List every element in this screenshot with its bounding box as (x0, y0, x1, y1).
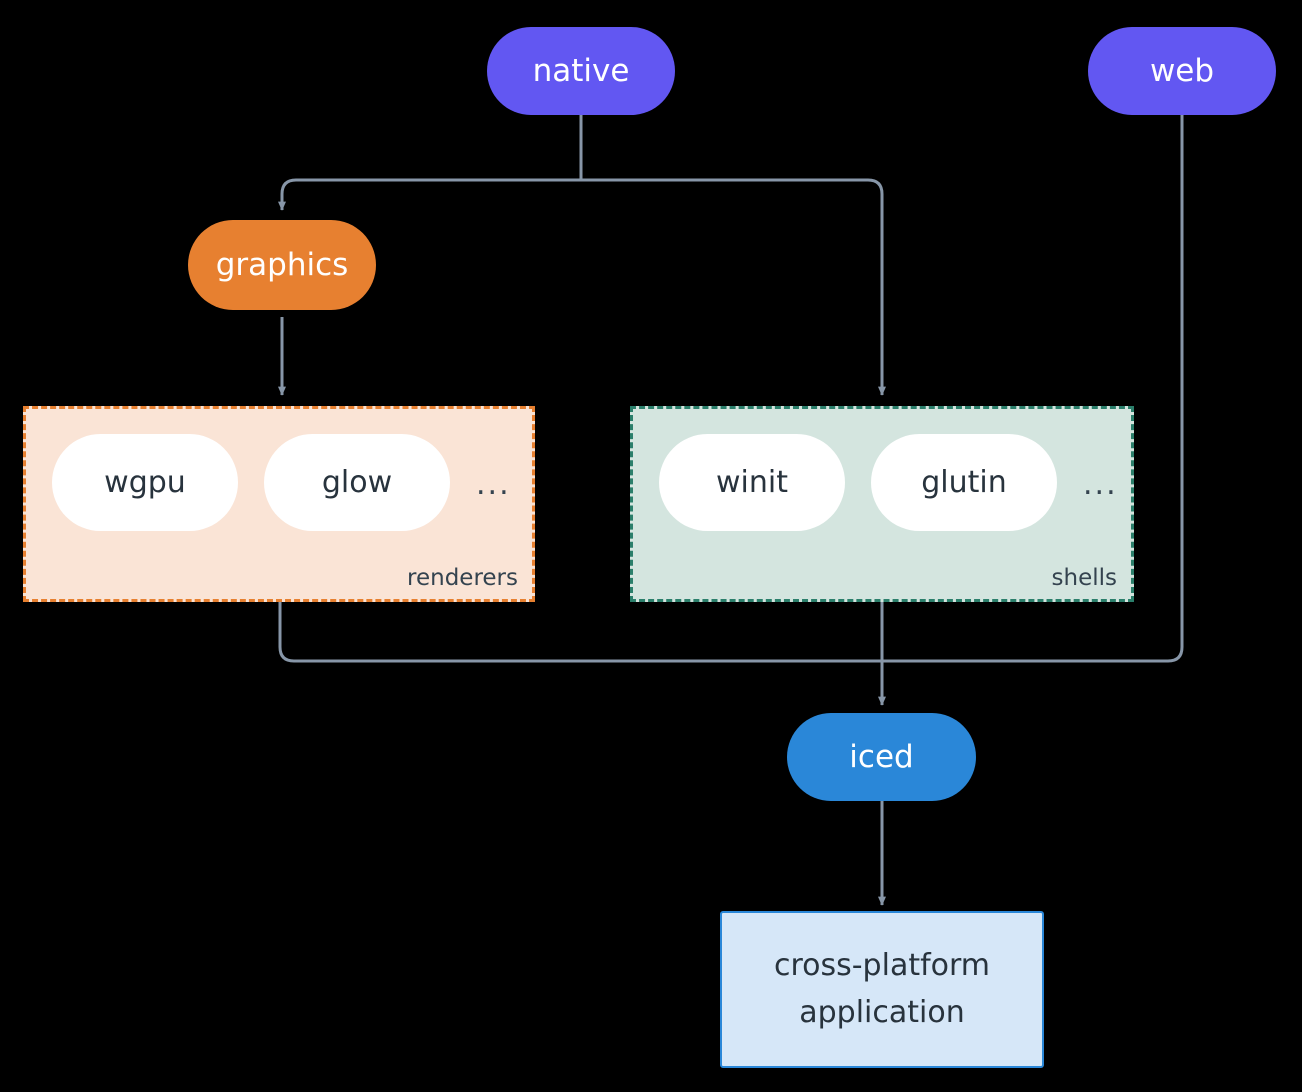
group-renderers-label: renderers (407, 565, 518, 591)
shells-ellipsis-icon: ... (1083, 467, 1118, 502)
chip-glow[interactable]: glow (264, 434, 450, 531)
edge-native-to-shells (581, 178, 886, 396)
chip-glutin-label: glutin (921, 465, 1007, 500)
node-iced-label: iced (849, 738, 914, 775)
edge-renderers-to-iced (278, 602, 882, 663)
renderers-ellipsis-icon: ... (476, 467, 511, 502)
group-shells: winit glutin ... shells (630, 406, 1134, 602)
chip-wgpu[interactable]: wgpu (52, 434, 238, 531)
chip-wgpu-label: wgpu (104, 465, 186, 500)
chip-winit[interactable]: winit (659, 434, 845, 531)
node-web-label: web (1149, 52, 1215, 89)
application-label-line1: cross-platform (773, 948, 991, 983)
group-shells-label: shells (1051, 565, 1117, 591)
application-label-line2: application (799, 994, 965, 1030)
group-shells-items: winit glutin ... (659, 432, 1118, 533)
edge-native-to-graphics (278, 178, 581, 211)
group-renderers-items: wgpu glow ... (52, 432, 511, 533)
node-graphics[interactable]: graphics (188, 220, 376, 310)
node-native-label: native (532, 52, 630, 89)
node-graphics-label: graphics (215, 246, 349, 283)
node-web[interactable]: web (1088, 27, 1276, 115)
node-native[interactable]: native (487, 27, 675, 115)
chip-glutin[interactable]: glutin (871, 434, 1057, 531)
node-iced[interactable]: iced (787, 713, 976, 801)
group-renderers: wgpu glow ... renderers (23, 406, 535, 602)
node-cross-platform-application[interactable]: cross-platform application (720, 911, 1044, 1068)
chip-glow-label: glow (321, 465, 393, 500)
chip-winit-label: winit (716, 465, 788, 500)
